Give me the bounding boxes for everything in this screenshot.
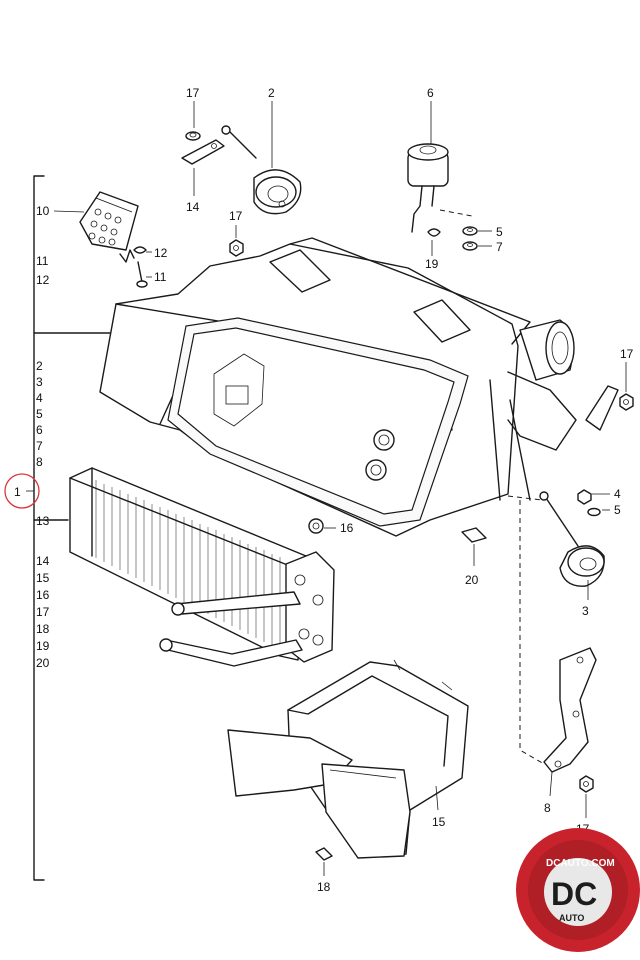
part-list-item: 8 xyxy=(36,455,43,469)
callout-19-label: 19 xyxy=(425,257,439,271)
part-list-item: 18 xyxy=(36,622,50,636)
nut-17-left xyxy=(229,239,244,257)
logo-center xyxy=(544,858,612,926)
logo-word: AUTO xyxy=(559,913,584,923)
vacuum-actuator-3 xyxy=(539,491,605,587)
callout-8-label: 8 xyxy=(544,801,551,815)
callout-5-label: 5 xyxy=(614,503,621,517)
part-list-item: 11 xyxy=(36,254,49,268)
callout-4-label: 4 xyxy=(614,487,621,501)
nut-4 xyxy=(577,489,592,505)
clip-18 xyxy=(315,847,333,861)
resistor-pack xyxy=(79,191,148,288)
assembly-bracket xyxy=(33,175,111,881)
assembly-callout-1[interactable]: 1 xyxy=(4,473,40,509)
callout-10-label: 10 xyxy=(36,204,50,218)
highlight-circle xyxy=(4,473,40,509)
part-list-item: 16 xyxy=(36,588,50,602)
part-list-item: 17 xyxy=(36,605,50,619)
nut-17-bottom xyxy=(579,775,594,793)
heater-housing xyxy=(99,237,577,537)
logo-site-text: DCAUTO.COM xyxy=(546,858,615,869)
part-list-item: 19 xyxy=(36,639,50,653)
nut-17-top xyxy=(185,131,201,141)
callout-11-label: 11 xyxy=(154,270,167,284)
callout-2-label: 2 xyxy=(268,86,275,100)
part-list-item: 7 xyxy=(36,439,43,453)
callout-1-label: 1 xyxy=(14,485,21,499)
part-list-item: 6 xyxy=(36,423,43,437)
callout-3-label: 3 xyxy=(582,604,589,618)
washer-7 xyxy=(462,241,478,251)
vacuum-actuator-2 xyxy=(221,125,302,215)
logo-mark: DC xyxy=(551,876,597,912)
callout-12-label: 12 xyxy=(154,246,168,260)
callout-17-label: 17 xyxy=(620,347,634,361)
callout-5-label: 5 xyxy=(496,225,503,239)
washer-5-top xyxy=(462,226,478,236)
part-list-item: 12 xyxy=(36,273,50,287)
part-list-item: 4 xyxy=(36,391,43,405)
dcauto-logo: DCAUTO.COM DC AUTO xyxy=(516,828,640,952)
callout-16-label: 16 xyxy=(340,521,354,535)
heat-exchanger-13 xyxy=(69,467,335,667)
callout-13-label: 13 xyxy=(36,514,50,528)
callout-17-label: 17 xyxy=(229,209,243,223)
vacuum-unit-6 xyxy=(407,143,449,237)
part-list: 11 12 2 3 4 5 6 7 8 14 15 16 17 18 19 20 xyxy=(36,254,50,670)
callout-7-label: 7 xyxy=(496,240,503,254)
lever-8 xyxy=(543,647,597,773)
part-list-item: 2 xyxy=(36,359,43,373)
part-list-item: 15 xyxy=(36,571,50,585)
callout-14-label: 14 xyxy=(186,200,200,214)
part-list-item: 20 xyxy=(36,656,50,670)
bracket-14 xyxy=(181,139,225,165)
o-ring-16 xyxy=(308,518,324,534)
callout-15-label: 15 xyxy=(432,815,446,829)
callout-18-label: 18 xyxy=(317,880,331,894)
callout-6-label: 6 xyxy=(427,86,434,100)
part-list-item: 3 xyxy=(36,375,43,389)
washer-5-right xyxy=(587,507,601,517)
callout-20-label: 20 xyxy=(465,573,479,587)
clip-20 xyxy=(461,527,487,543)
callout-17-label: 17 xyxy=(186,86,200,100)
cover-15 xyxy=(227,659,469,859)
nut-17-right xyxy=(585,385,634,431)
part-list-item: 5 xyxy=(36,407,43,421)
part-list-item: 14 xyxy=(36,554,50,568)
